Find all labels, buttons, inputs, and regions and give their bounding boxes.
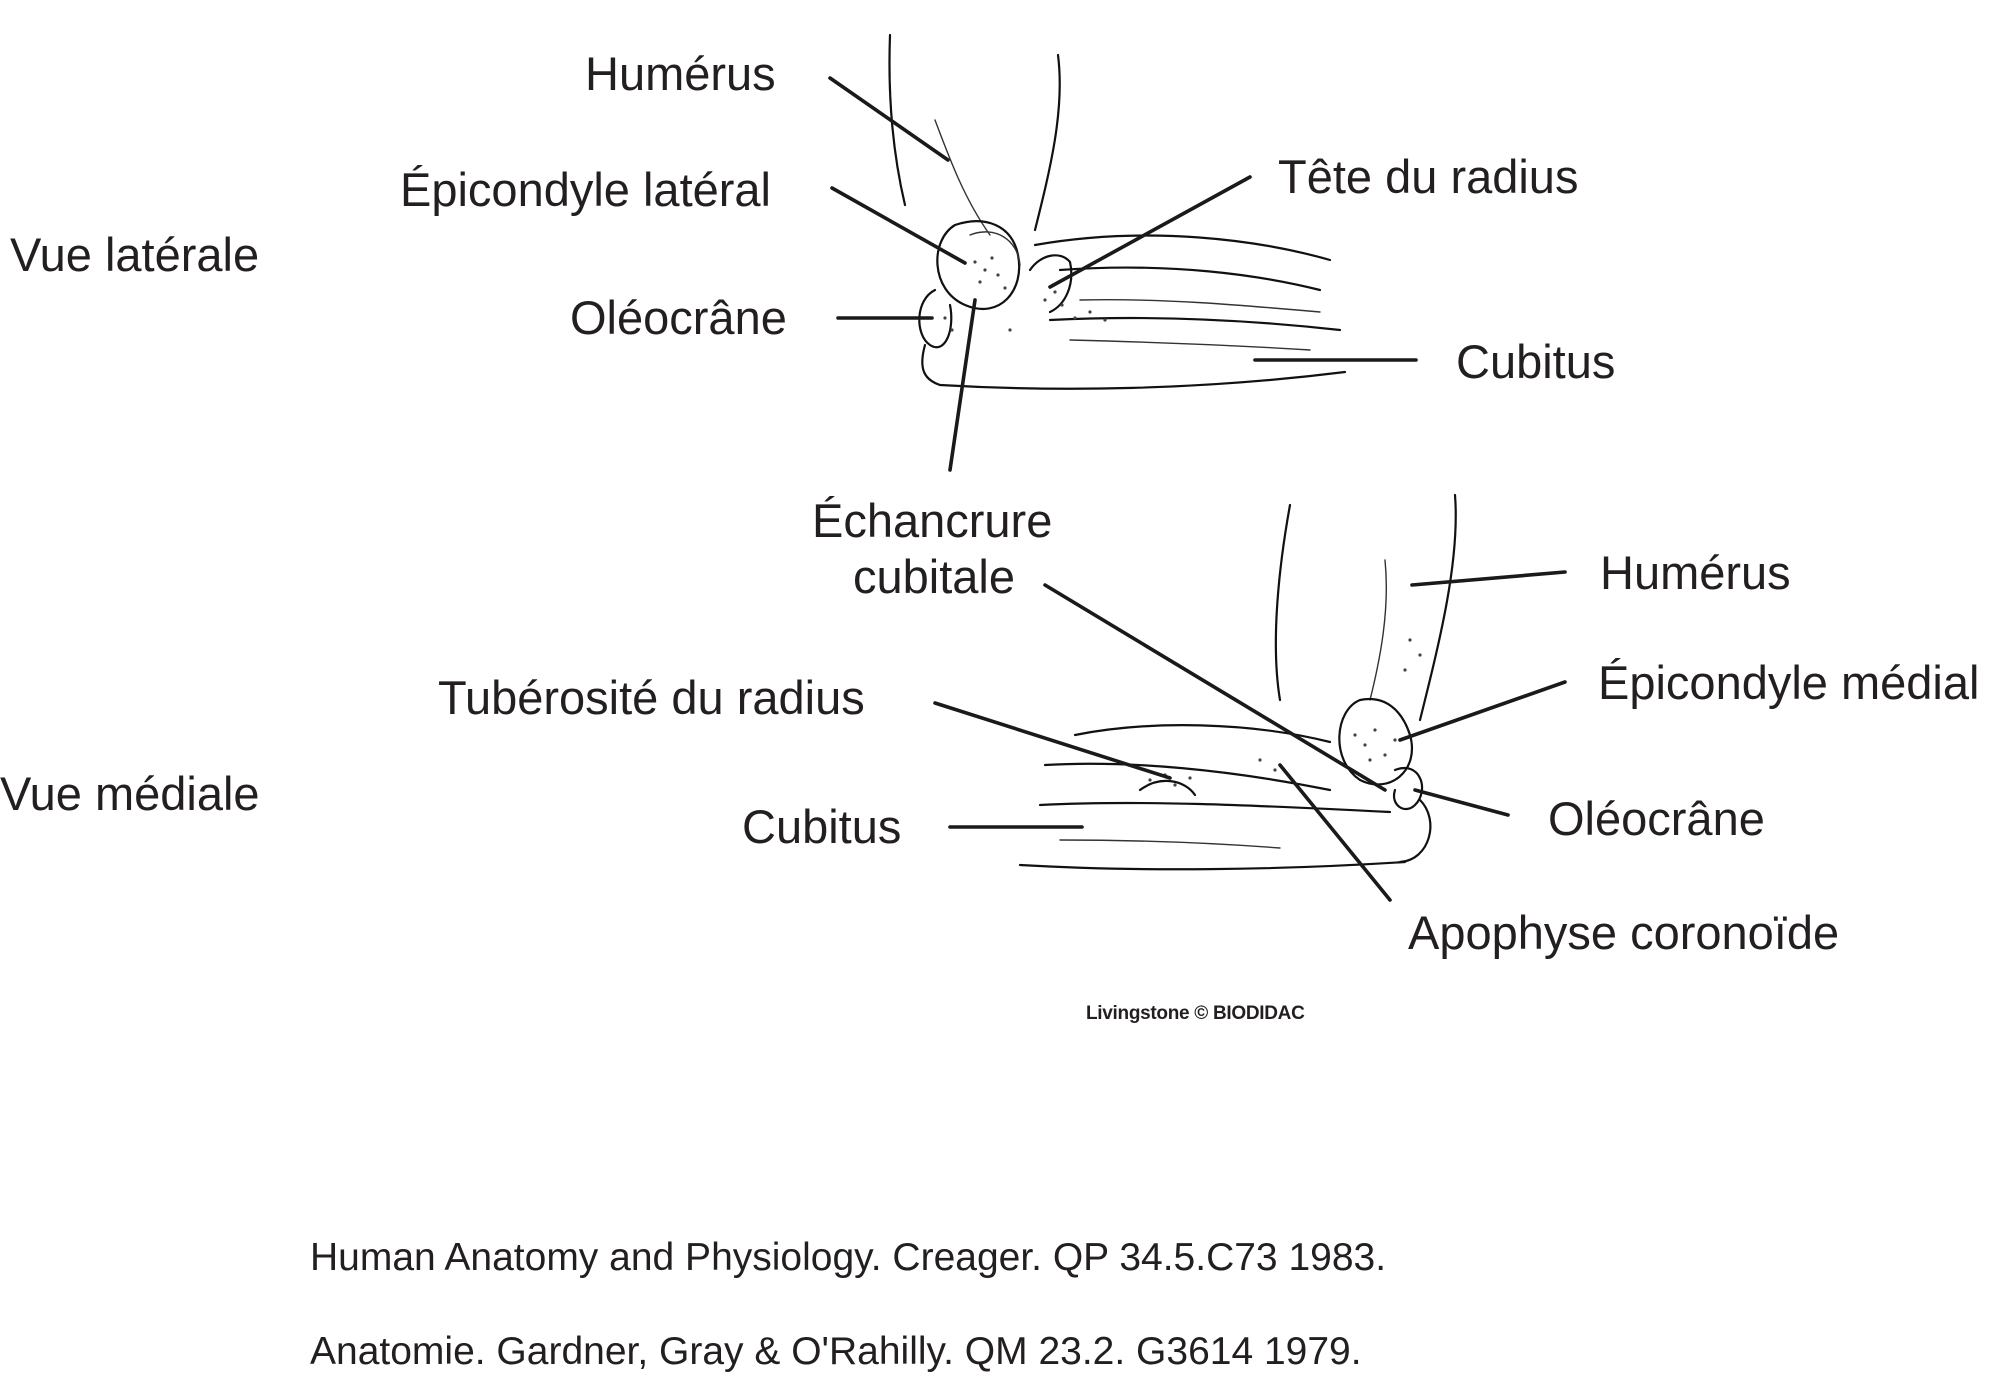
label-humerus-lateral: Humérus <box>585 47 776 100</box>
medial-elbow-drawing <box>1018 493 1457 871</box>
label-ulna-medial: Cubitus <box>742 800 902 853</box>
label-coronoid-process: Apophyse coronoïde <box>1408 906 1840 959</box>
label-ulnar-notch-line2: cubitale <box>853 550 1015 603</box>
label-radial-tuberosity: Tubérosité du radius <box>438 671 865 724</box>
label-radial-head: Tête du radius <box>1278 150 1579 203</box>
label-olecranon-medial: Oléocrâne <box>1548 792 1765 845</box>
reference-1: Human Anatomy and Physiology. Creager. Q… <box>310 1236 1387 1279</box>
medial-view-title: Vue médiale <box>0 767 260 820</box>
label-olecranon-lateral: Oléocrâne <box>570 291 787 344</box>
label-lateral-epicondyle: Épicondyle latéral <box>400 163 771 216</box>
credit-text: Livingstone © BIODIDAC <box>1086 1003 1305 1024</box>
label-medial-epicondyle: Épicondyle médial <box>1598 656 1980 709</box>
label-ulnar-notch-line1: Échancrure <box>812 494 1053 547</box>
lateral-view-title: Vue latérale <box>10 228 260 281</box>
reference-2: Anatomie. Gardner, Gray & O'Rahilly. QM … <box>310 1330 1362 1373</box>
lateral-elbow-drawing <box>888 33 1347 390</box>
leader-lines <box>828 76 1567 902</box>
label-ulna-lateral: Cubitus <box>1456 335 1616 388</box>
label-humerus-medial: Humérus <box>1600 546 1791 599</box>
